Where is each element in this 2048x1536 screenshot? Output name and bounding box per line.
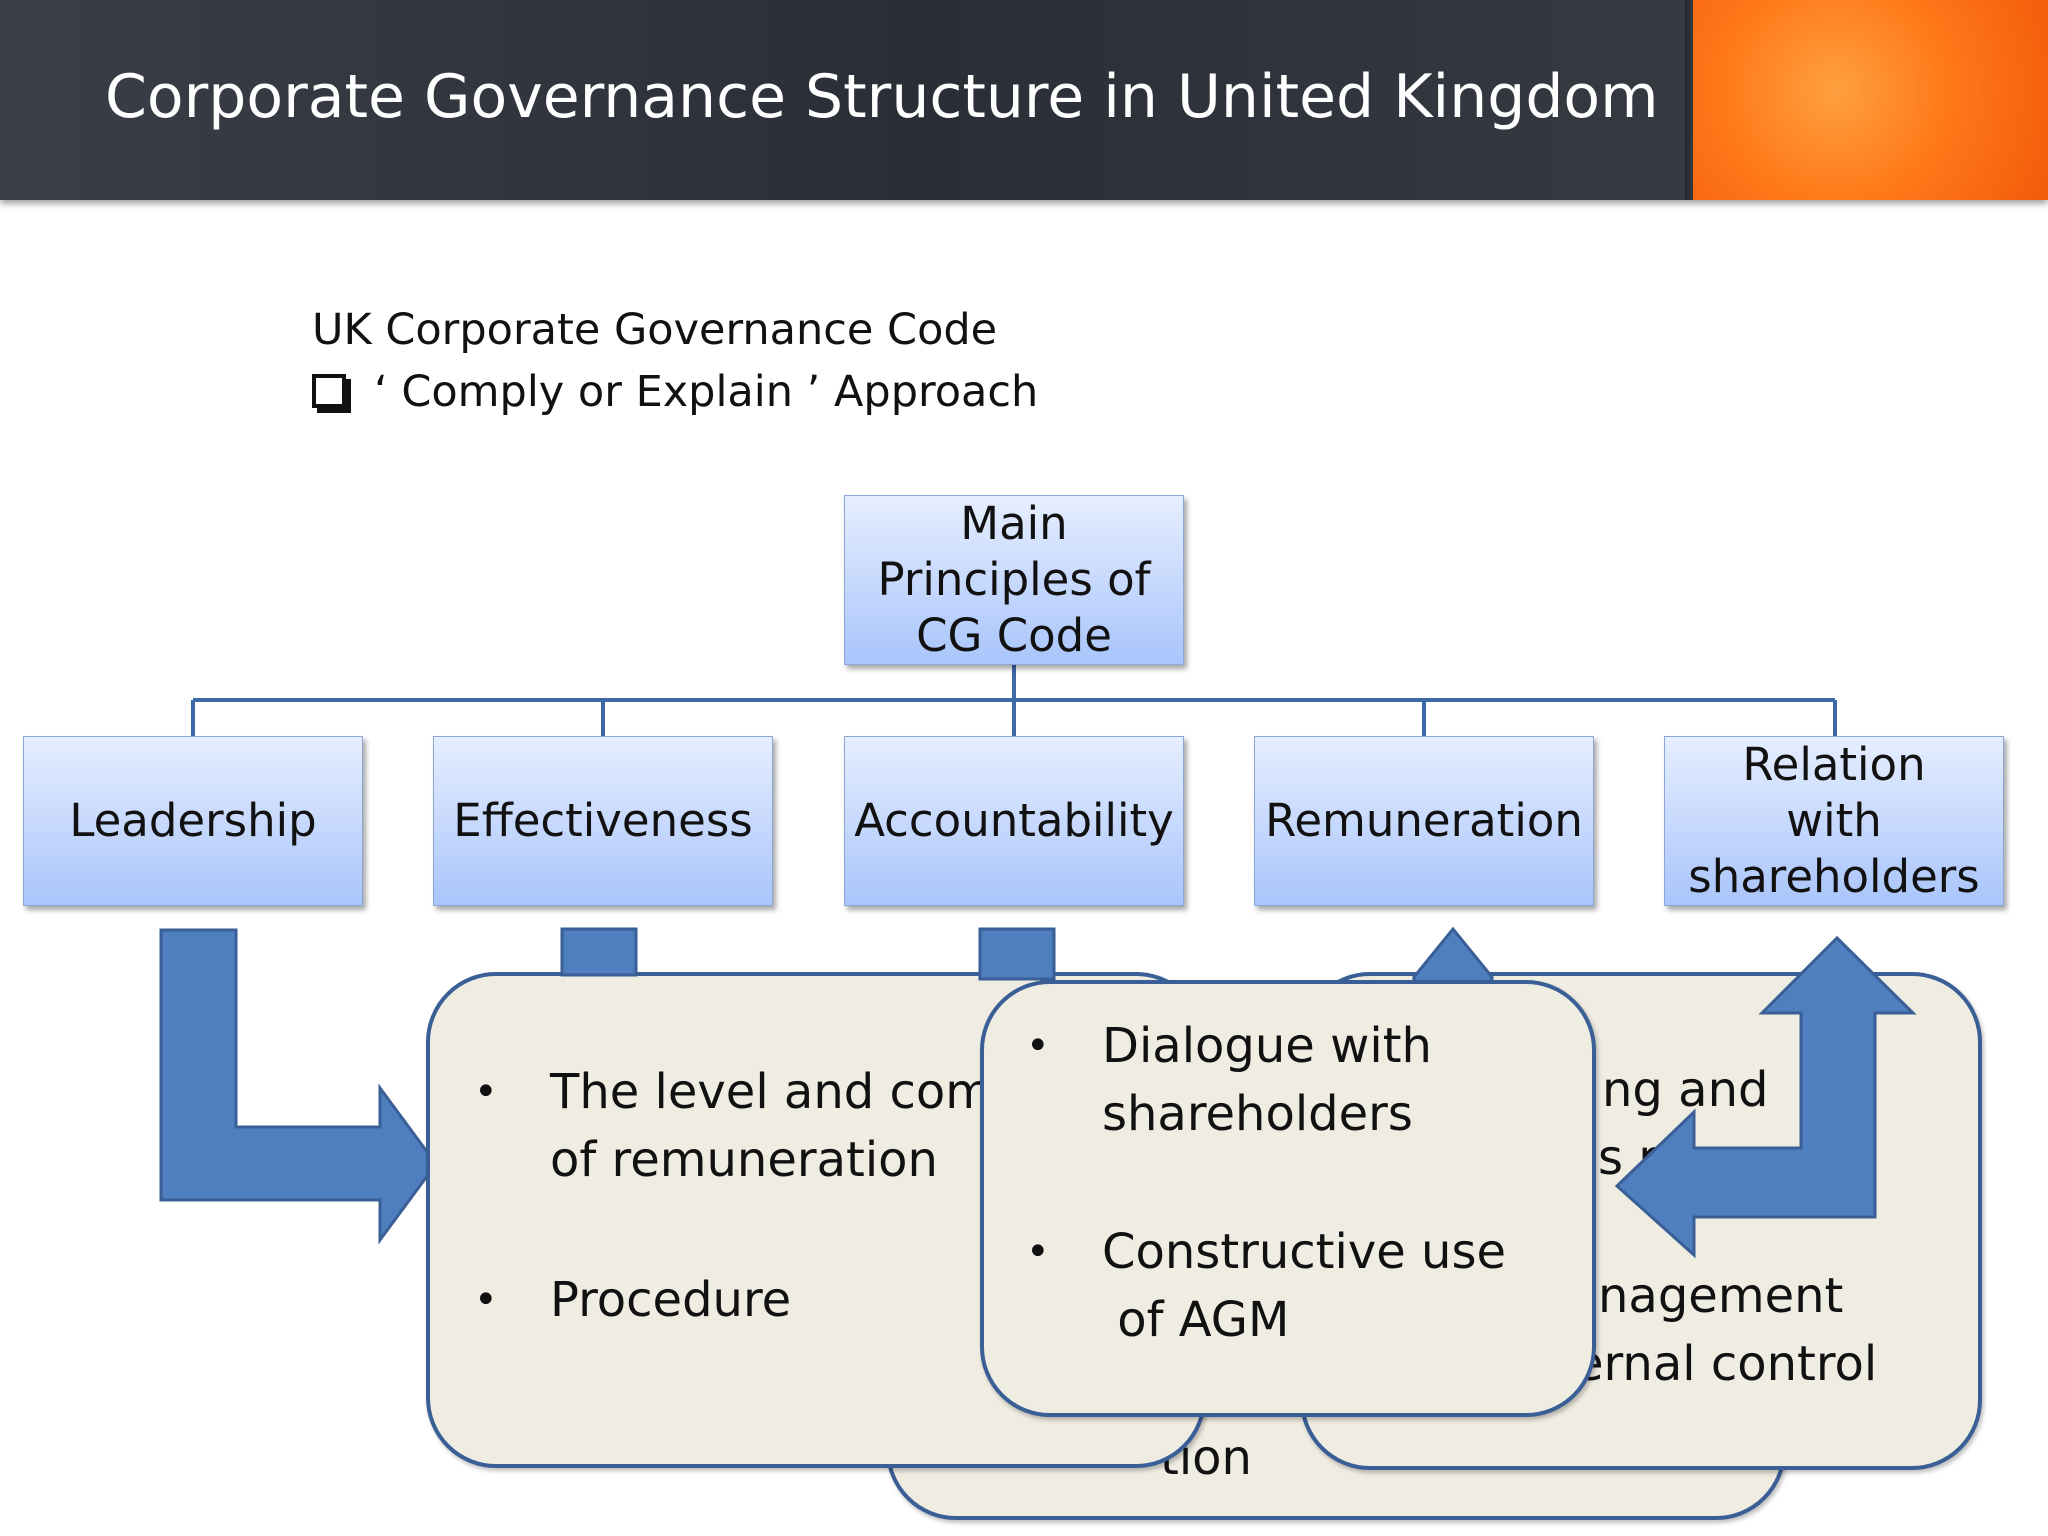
checkbox-icon bbox=[312, 374, 346, 408]
shareholders-bullet-2: • bbox=[1026, 1229, 1050, 1275]
shareholders-bullet-1: • bbox=[1026, 1023, 1050, 1069]
principle-accountability: Accountability bbox=[844, 736, 1184, 906]
slide-header: Corporate Governance Structure in United… bbox=[0, 0, 2048, 200]
approach-line: ‘ Comply or Explain ’ Approach bbox=[312, 367, 1038, 417]
shareholders-return-arrow-icon bbox=[1614, 935, 1917, 1259]
effectiveness-arrow-stub-icon bbox=[560, 927, 638, 977]
remuneration-item-1-line-2: of remuneration bbox=[550, 1132, 938, 1188]
shareholders-item-1-line-2: shareholders bbox=[1102, 1086, 1413, 1142]
effectiveness-card-line-3: nagement bbox=[1598, 1268, 1844, 1324]
principle-leadership: Leadership bbox=[23, 736, 363, 906]
remuneration-bullet-1: • bbox=[474, 1069, 498, 1115]
remuneration-item-2: Procedure bbox=[550, 1272, 792, 1328]
shareholders-card: • Dialogue with shareholders • Construct… bbox=[980, 980, 1596, 1417]
effectiveness-card-line-4: ernal control bbox=[1574, 1336, 1878, 1392]
shareholders-item-2-line-1: Constructive use bbox=[1102, 1224, 1506, 1280]
shareholders-item-2-line-2: of AGM bbox=[1102, 1292, 1290, 1348]
approach-text: ‘ Comply or Explain ’ Approach bbox=[374, 367, 1039, 417]
slide-title: Corporate Governance Structure in United… bbox=[105, 62, 1659, 132]
header-accent-image bbox=[1685, 0, 2048, 200]
accountability-arrow-stub-icon bbox=[978, 927, 1056, 981]
code-title: UK Corporate Governance Code bbox=[312, 305, 998, 355]
principle-effectiveness: Effectiveness bbox=[433, 736, 773, 906]
principle-remuneration: Remuneration bbox=[1254, 736, 1594, 906]
root-node: Main Principles of CG Code bbox=[844, 495, 1184, 665]
shareholders-item-1-line-1: Dialogue with bbox=[1102, 1018, 1432, 1074]
remuneration-bullet-2: • bbox=[474, 1277, 498, 1323]
principle-relation-with-shareholders: Relation with shareholders bbox=[1664, 736, 2004, 906]
leadership-arrow-icon bbox=[159, 928, 438, 1245]
remuneration-item-1-line-1: The level and comp bbox=[550, 1064, 1023, 1120]
effectiveness-card-line-1: ng and bbox=[1602, 1062, 1769, 1118]
